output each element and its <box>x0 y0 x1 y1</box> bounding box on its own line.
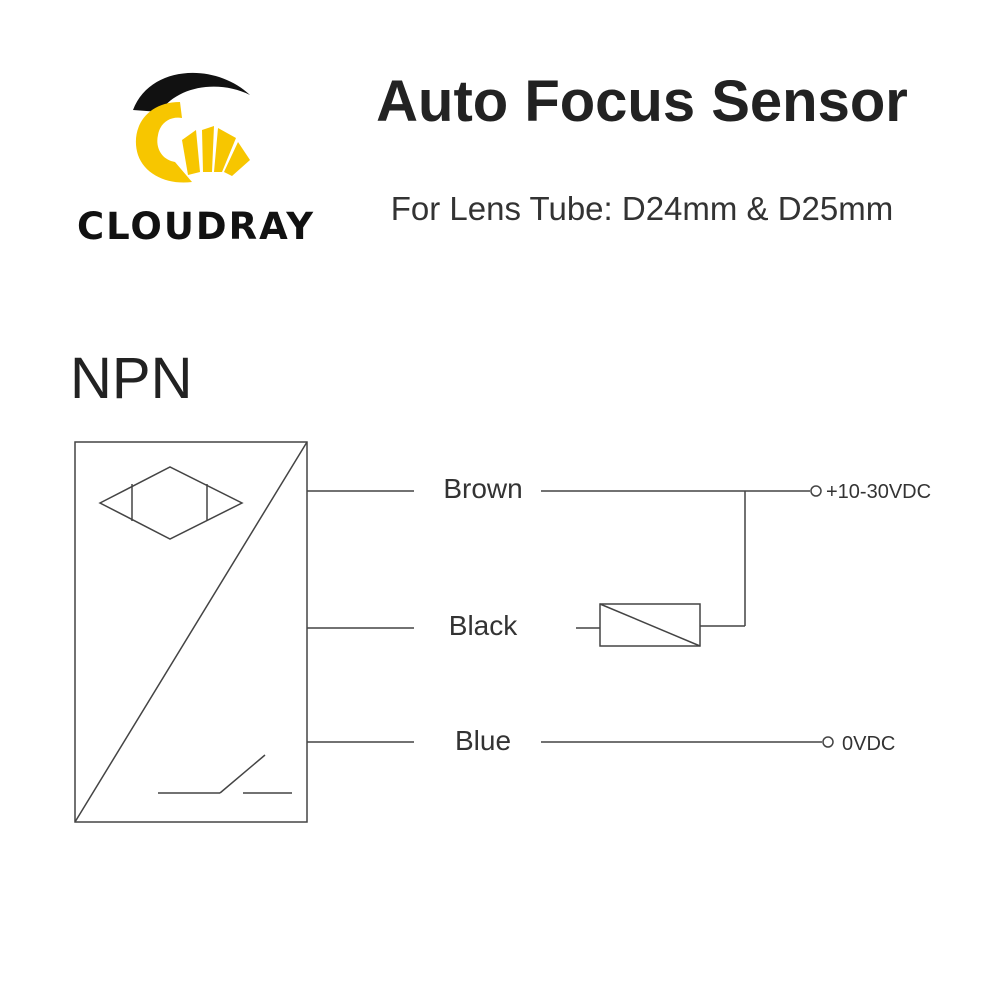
brown-wire-label: Brown <box>443 473 522 504</box>
load-resistor <box>599 603 701 647</box>
switch-icon <box>158 754 292 794</box>
blue-terminal <box>822 736 834 748</box>
page-subtitle: For Lens Tube: D24mm & D25mm <box>390 190 894 227</box>
brand-name: CLOUDRAY <box>77 205 315 248</box>
blue-wire-label: Blue <box>455 725 511 756</box>
diagram-type-label: NPN <box>70 346 193 411</box>
page-title: Auto Focus Sensor <box>376 69 908 134</box>
sensor-body <box>74 441 308 823</box>
sensor-diagonal <box>74 441 308 823</box>
supply-voltage-label: +10-30VDC <box>826 481 931 503</box>
coil-icon <box>98 466 244 540</box>
logo-rays <box>182 126 250 176</box>
ground-voltage-label: 0VDC <box>842 733 895 755</box>
logo-yellow-c <box>135 102 192 183</box>
load-diagonal <box>599 603 701 647</box>
brown-terminal <box>810 485 822 497</box>
logo-black-arc <box>133 72 250 112</box>
cloudray-logo-icon <box>133 72 250 183</box>
black-wire-label: Black <box>449 610 518 641</box>
